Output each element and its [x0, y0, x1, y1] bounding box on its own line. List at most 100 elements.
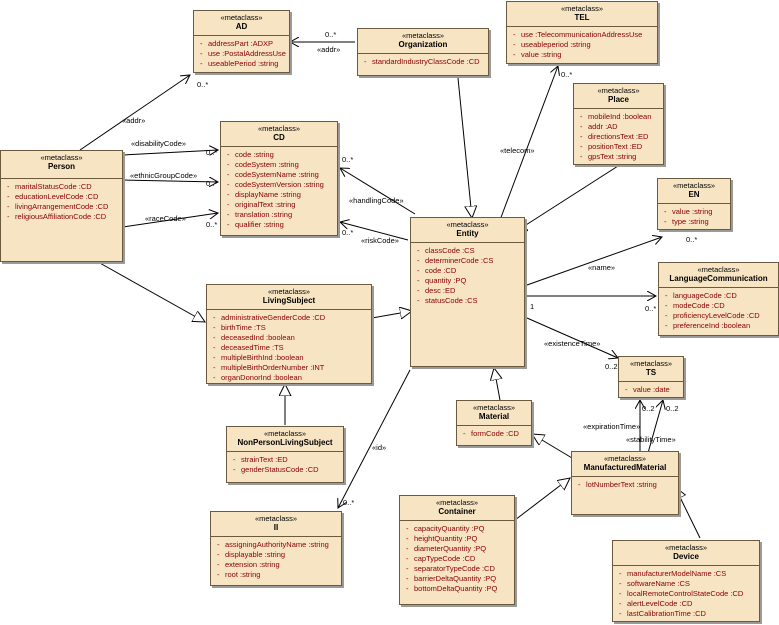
attribute: -positionText :ED [580, 142, 643, 151]
label-telecom: «telecom» [500, 146, 535, 155]
class-cd[interactable]: «metaclass»CD -code :string -codeSystem … [220, 121, 338, 236]
class-manufacturedmaterial[interactable]: «metaclass»ManufacturedMaterial -lotNumb… [571, 451, 679, 515]
attribute: -value :string [513, 50, 562, 59]
attribute: -codeSystem :string [227, 160, 299, 169]
label-tel-multiplicity: 0..* [561, 70, 573, 79]
gen-device-mm [675, 487, 701, 539]
attribute: -birthTime :TS [213, 323, 266, 332]
attribute: -mobileInd :boolean [580, 112, 652, 121]
class-name: Organization [398, 40, 448, 49]
assoc-person-cd-disability [122, 150, 218, 156]
attribute: -livingArrangementCode :CD [7, 202, 109, 211]
label-en-multiplicity: 0..* [686, 235, 698, 244]
label-race: «raceCode» [145, 214, 186, 223]
label-lang-multiplicity: 0..* [645, 304, 657, 313]
attribute: -educationLevelCode :CD [7, 192, 99, 201]
attribute: -modeCode :CD [665, 301, 725, 310]
attribute: -statusCode :CS [417, 296, 478, 305]
label-ts-multiplicity-2: 0..2 [642, 404, 655, 413]
class-name: Place [608, 95, 629, 104]
attribute: -code :CD [417, 266, 457, 275]
class-en[interactable]: «metaclass»EN -value :string -type :stri… [657, 178, 731, 230]
class-person[interactable]: «metaclass»Person -maritalStatusCode :CD… [0, 150, 123, 262]
attribute: -quantity :PQ [417, 276, 467, 285]
gen-person-livingsubject [97, 261, 205, 322]
class-container[interactable]: «metaclass»Container -capacityQuantity :… [399, 495, 515, 605]
attribute: -codeSystemVersion :string [227, 180, 324, 189]
class-name: CD [273, 133, 285, 142]
attribute: -preferenceInd :boolean [665, 321, 751, 330]
label-ii-multiplicity: 0..* [343, 498, 355, 507]
attribute: -codeSystemName :string [227, 170, 319, 179]
stereotype-label: «metaclass» [40, 153, 83, 162]
attribute: -directionsText :ED [580, 132, 649, 141]
stereotype-label: «metaclass» [597, 86, 640, 95]
assoc-entity-tel [499, 66, 558, 221]
assoc-mm-ts-stability [647, 400, 663, 454]
attribute: -maritalStatusCode :CD [7, 182, 92, 191]
attribute: -value :string [664, 207, 713, 216]
assoc-entity-cd-risk [340, 222, 409, 241]
attribute: -deceasedInd :boolean [213, 333, 295, 342]
attribute: -useablePeriod :string [200, 59, 279, 68]
assoc-entity-ts [526, 317, 618, 358]
class-livingsubject[interactable]: «metaclass»LivingSubject -administrative… [206, 284, 372, 384]
gen-place-entity [515, 165, 619, 232]
attribute: -manufacturerModelName :CS [619, 569, 727, 578]
stereotype-label: «metaclass» [664, 543, 708, 552]
attribute: -languageCode :CD [665, 291, 737, 300]
class-nonpersonlivingsubject[interactable]: «metaclass»NonPersonLivingSubject -strai… [226, 426, 344, 483]
attribute: -use :TelecommunicationAddressUse [513, 30, 643, 39]
label-handling: «handlingCode» [349, 196, 404, 205]
attribute: -multipleBirthInd :boolean [213, 353, 304, 362]
attribute: -addressPart :ADXP [200, 39, 274, 48]
attribute: -localRemoteControlStateCode :CD [619, 589, 744, 598]
class-ii[interactable]: «metaclass»II -assigningAuthorityName :s… [210, 511, 342, 586]
class-name: Material [478, 412, 510, 421]
assoc-person-cd-race [122, 213, 218, 228]
class-material[interactable]: «metaclass»Material -formCode :CD [456, 400, 532, 446]
gen-livingsubject-entity [371, 311, 412, 318]
class-name: Person [47, 162, 76, 171]
stereotype-label: «metaclass» [603, 454, 647, 463]
stereotype-label: «metaclass» [629, 359, 673, 368]
class-ad[interactable]: «metaclass»AD -addressPart :ADXP -use :P… [193, 10, 290, 73]
class-device[interactable]: «metaclass»Device -manufacturerModelName… [612, 540, 760, 622]
class-organization[interactable]: «metaclass»Organization -standardIndustr… [357, 28, 489, 76]
class-place[interactable]: «metaclass»Place -mobileInd :boolean -ad… [573, 83, 664, 165]
attribute: -deceasedTime :TS [213, 343, 284, 352]
class-languagecommunication[interactable]: «metaclass»LanguageCommunication -langua… [658, 262, 779, 336]
attribute: -alertLevelCode :CD [619, 599, 693, 608]
stereotype-label: «metaclass» [263, 429, 307, 438]
class-name: Device [673, 552, 699, 561]
class-ts[interactable]: «metaclass»TS -value :date [618, 356, 684, 398]
attribute: -use :PostalAddressUse [200, 49, 286, 58]
attribute: -translation :string [227, 210, 293, 219]
class-tel[interactable]: «metaclass»TEL -use :TelecommunicationAd… [506, 1, 658, 64]
attribute: -proficiencyLevelCode :CD [665, 311, 760, 320]
stereotype-label: «metaclass» [672, 181, 716, 190]
attribute: -determinerCode :CS [417, 256, 494, 265]
label-ad-multiplicity: 0..* [197, 80, 209, 89]
class-name: AD [235, 22, 248, 31]
gen-org-entity [457, 77, 472, 218]
class-name: Entity [456, 229, 479, 238]
gen-material-entity [494, 368, 500, 401]
stereotype-label: «metaclass» [254, 514, 298, 523]
stereotype-label: «metaclass» [446, 220, 489, 229]
assoc-entity-en [526, 237, 662, 286]
attribute: -capacityQuantity :PQ [406, 524, 485, 533]
label-addr-person: «addr» [122, 116, 146, 125]
class-entity[interactable]: «metaclass»Entity -classCode :CS -determ… [410, 217, 525, 367]
attribute: -type :string [664, 217, 709, 226]
stereotype-label: «metaclass» [220, 13, 263, 22]
label-addr-org: «addr» [317, 45, 341, 54]
attribute: -religiousAffiliationCode :CD [7, 212, 107, 221]
attribute: -displayName :string [227, 190, 301, 199]
label-expiration: «expirationTime» [583, 422, 641, 431]
attribute: -originalText :string [227, 200, 296, 209]
attribute: -gpsText :string [580, 152, 637, 161]
assoc-entity-cd-handling [340, 168, 416, 215]
